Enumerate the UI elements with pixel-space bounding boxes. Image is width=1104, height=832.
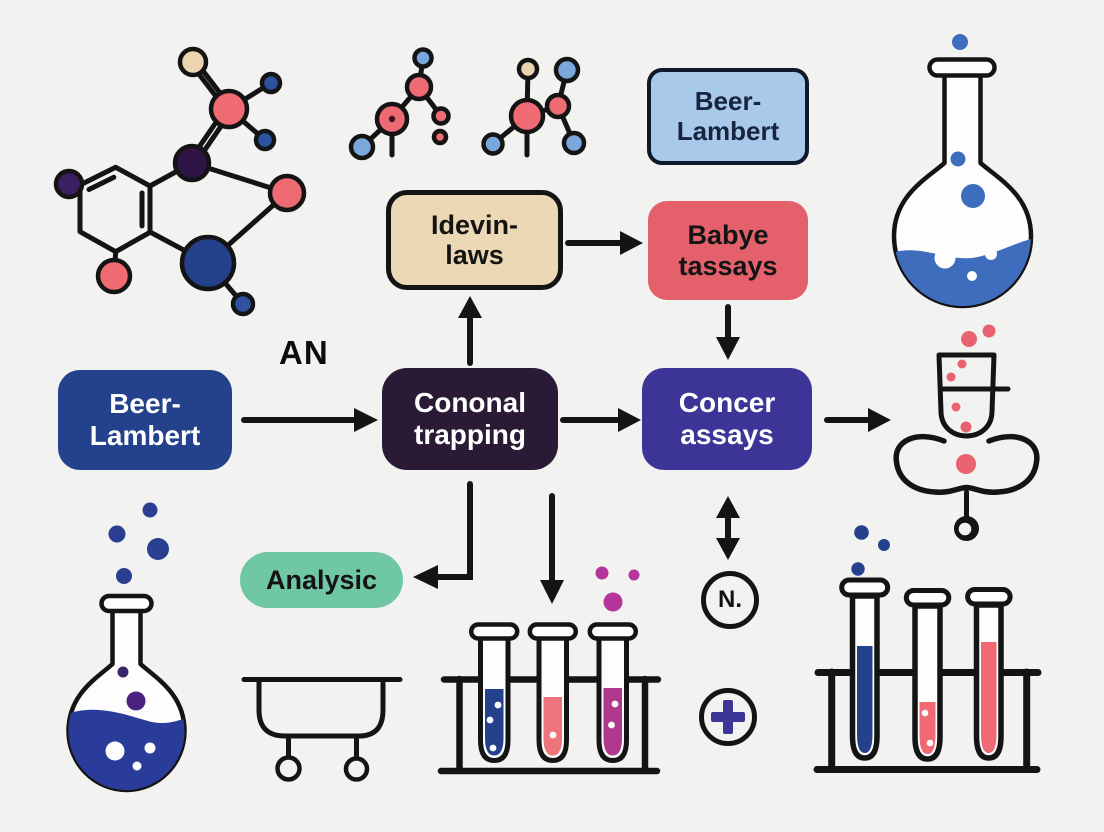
node-concer-assays: Concer assays	[642, 368, 812, 470]
flask-top-right-icon	[891, 34, 1034, 309]
molecule-small-b-icon	[481, 56, 587, 158]
node-babye-tassays: Babye tassays	[648, 201, 808, 300]
double-headed-arrow-icon	[716, 496, 740, 560]
funnel-apparatus-icon	[893, 324, 1040, 541]
plus-badge	[699, 688, 757, 746]
arrow-cononal-to-concer	[560, 408, 641, 432]
n-badge: N.	[701, 571, 759, 629]
arrow-cononal-to-analysic	[413, 481, 473, 589]
an-annotation: AN	[279, 334, 329, 371]
arrow-idevin-to-babye	[565, 231, 643, 255]
test-tube-rack-middle-icon	[437, 566, 662, 775]
flow-arrows	[241, 231, 891, 604]
molecule-small-a-icon	[348, 47, 451, 161]
n-badge-label: N.	[718, 586, 742, 613]
arrow-beer-to-cononal	[241, 408, 378, 432]
node-beer-lambert-top: Beer- Lambert	[647, 68, 809, 165]
arrow-down-to-rack	[540, 493, 564, 604]
arrow-cononal-to-idevin	[458, 296, 482, 366]
test-tube-rack-right-icon	[813, 518, 1042, 773]
arrow-concer-to-funnel	[824, 408, 891, 432]
node-idevin-laws: Idevin- laws	[386, 190, 563, 290]
molecule-structure-icon	[53, 46, 307, 317]
plus-icon	[711, 700, 745, 734]
tray-icon	[241, 677, 403, 782]
arrow-babye-to-concer	[716, 304, 740, 360]
node-beer-lambert-left: Beer- Lambert	[58, 370, 232, 470]
node-cononal-trapping: Cononal trapping	[382, 368, 558, 470]
flask-bottom-left-icon	[66, 502, 187, 793]
node-analysic: Analysic	[240, 552, 403, 608]
